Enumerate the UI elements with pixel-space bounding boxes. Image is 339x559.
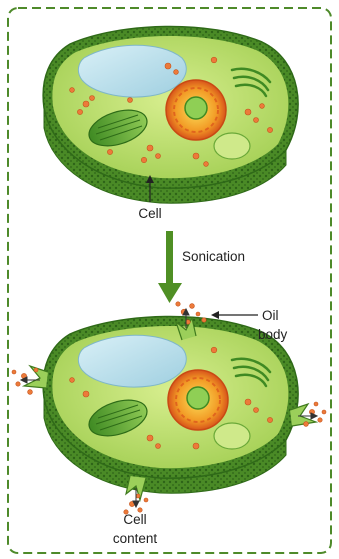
cell-content-label-line2: content (113, 531, 158, 546)
cell-content-label-line1: Cell (123, 512, 146, 527)
oil-body-label-line2: body (258, 327, 288, 342)
sonication-arrow (158, 231, 182, 303)
chloroplast-small (214, 423, 250, 449)
sonication-label: Sonication (182, 249, 245, 264)
vacuole (78, 335, 186, 387)
nucleolus (187, 387, 209, 409)
oil-body-label-line1: Oil (262, 308, 279, 323)
chloroplast-small (214, 133, 250, 159)
nucleus (166, 80, 226, 140)
vacuole (78, 45, 186, 97)
cell-content-label-group: Cell content (113, 512, 158, 546)
intact-cell (43, 26, 298, 203)
nucleolus (185, 97, 207, 119)
cell-label: Cell (138, 206, 161, 221)
nucleus (168, 370, 228, 430)
